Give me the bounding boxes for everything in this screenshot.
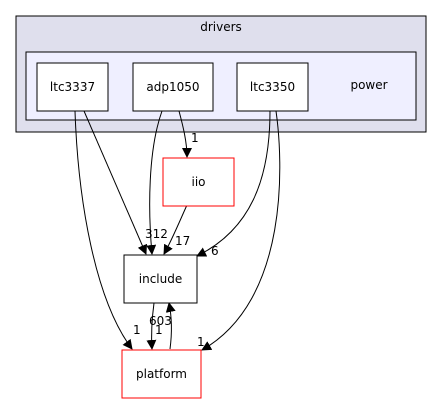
edge-iio-include — [163, 204, 188, 255]
edge-label-adp1050-iio: 1 — [191, 131, 199, 145]
edge-include-platform — [146, 302, 157, 350]
edge-platform-include — [165, 302, 176, 350]
edge-ltc3337-platform — [74, 110, 133, 350]
edge-adp1050-include — [146, 110, 163, 255]
node-ltc3350-label: ltc3350 — [250, 80, 295, 94]
edge-label-platform-include: 1 — [155, 323, 163, 337]
node-iio-label: iio — [191, 175, 205, 189]
edge-label-ltc3350-include: 6 — [211, 244, 219, 258]
node-iio[interactable]: iio — [162, 157, 235, 207]
node-platform[interactable]: platform — [121, 349, 202, 399]
node-adp1050-label: adp1050 — [146, 80, 199, 94]
edge-labels: 1 312 17 6 1 603 1 1 — [133, 131, 219, 349]
node-ltc3337-label: ltc3337 — [50, 80, 95, 94]
edge-label-ltc3350-platform: 1 — [197, 335, 205, 349]
edge-label-iio-include: 17 — [175, 234, 190, 248]
edge-ltc3337-include — [83, 110, 148, 255]
edge-label-merged-include: 312 — [145, 227, 168, 241]
node-platform-label: platform — [136, 367, 187, 381]
node-adp1050[interactable]: adp1050 — [132, 62, 214, 112]
edge-label-ltc3337-platform: 1 — [133, 323, 141, 337]
cluster-power-label: power — [350, 78, 387, 92]
edge-ltc3350-platform — [201, 110, 281, 351]
edge-adp1050-iio — [178, 110, 192, 158]
cluster-drivers-label: drivers — [200, 20, 242, 34]
edge-label-include-platform: 603 — [149, 314, 172, 328]
edges — [74, 110, 281, 351]
node-include-label: include — [139, 272, 182, 286]
node-include[interactable]: include — [123, 254, 198, 304]
edge-ltc3350-include — [196, 110, 271, 257]
node-ltc3350[interactable]: ltc3350 — [236, 62, 309, 112]
node-ltc3337[interactable]: ltc3337 — [36, 62, 109, 112]
